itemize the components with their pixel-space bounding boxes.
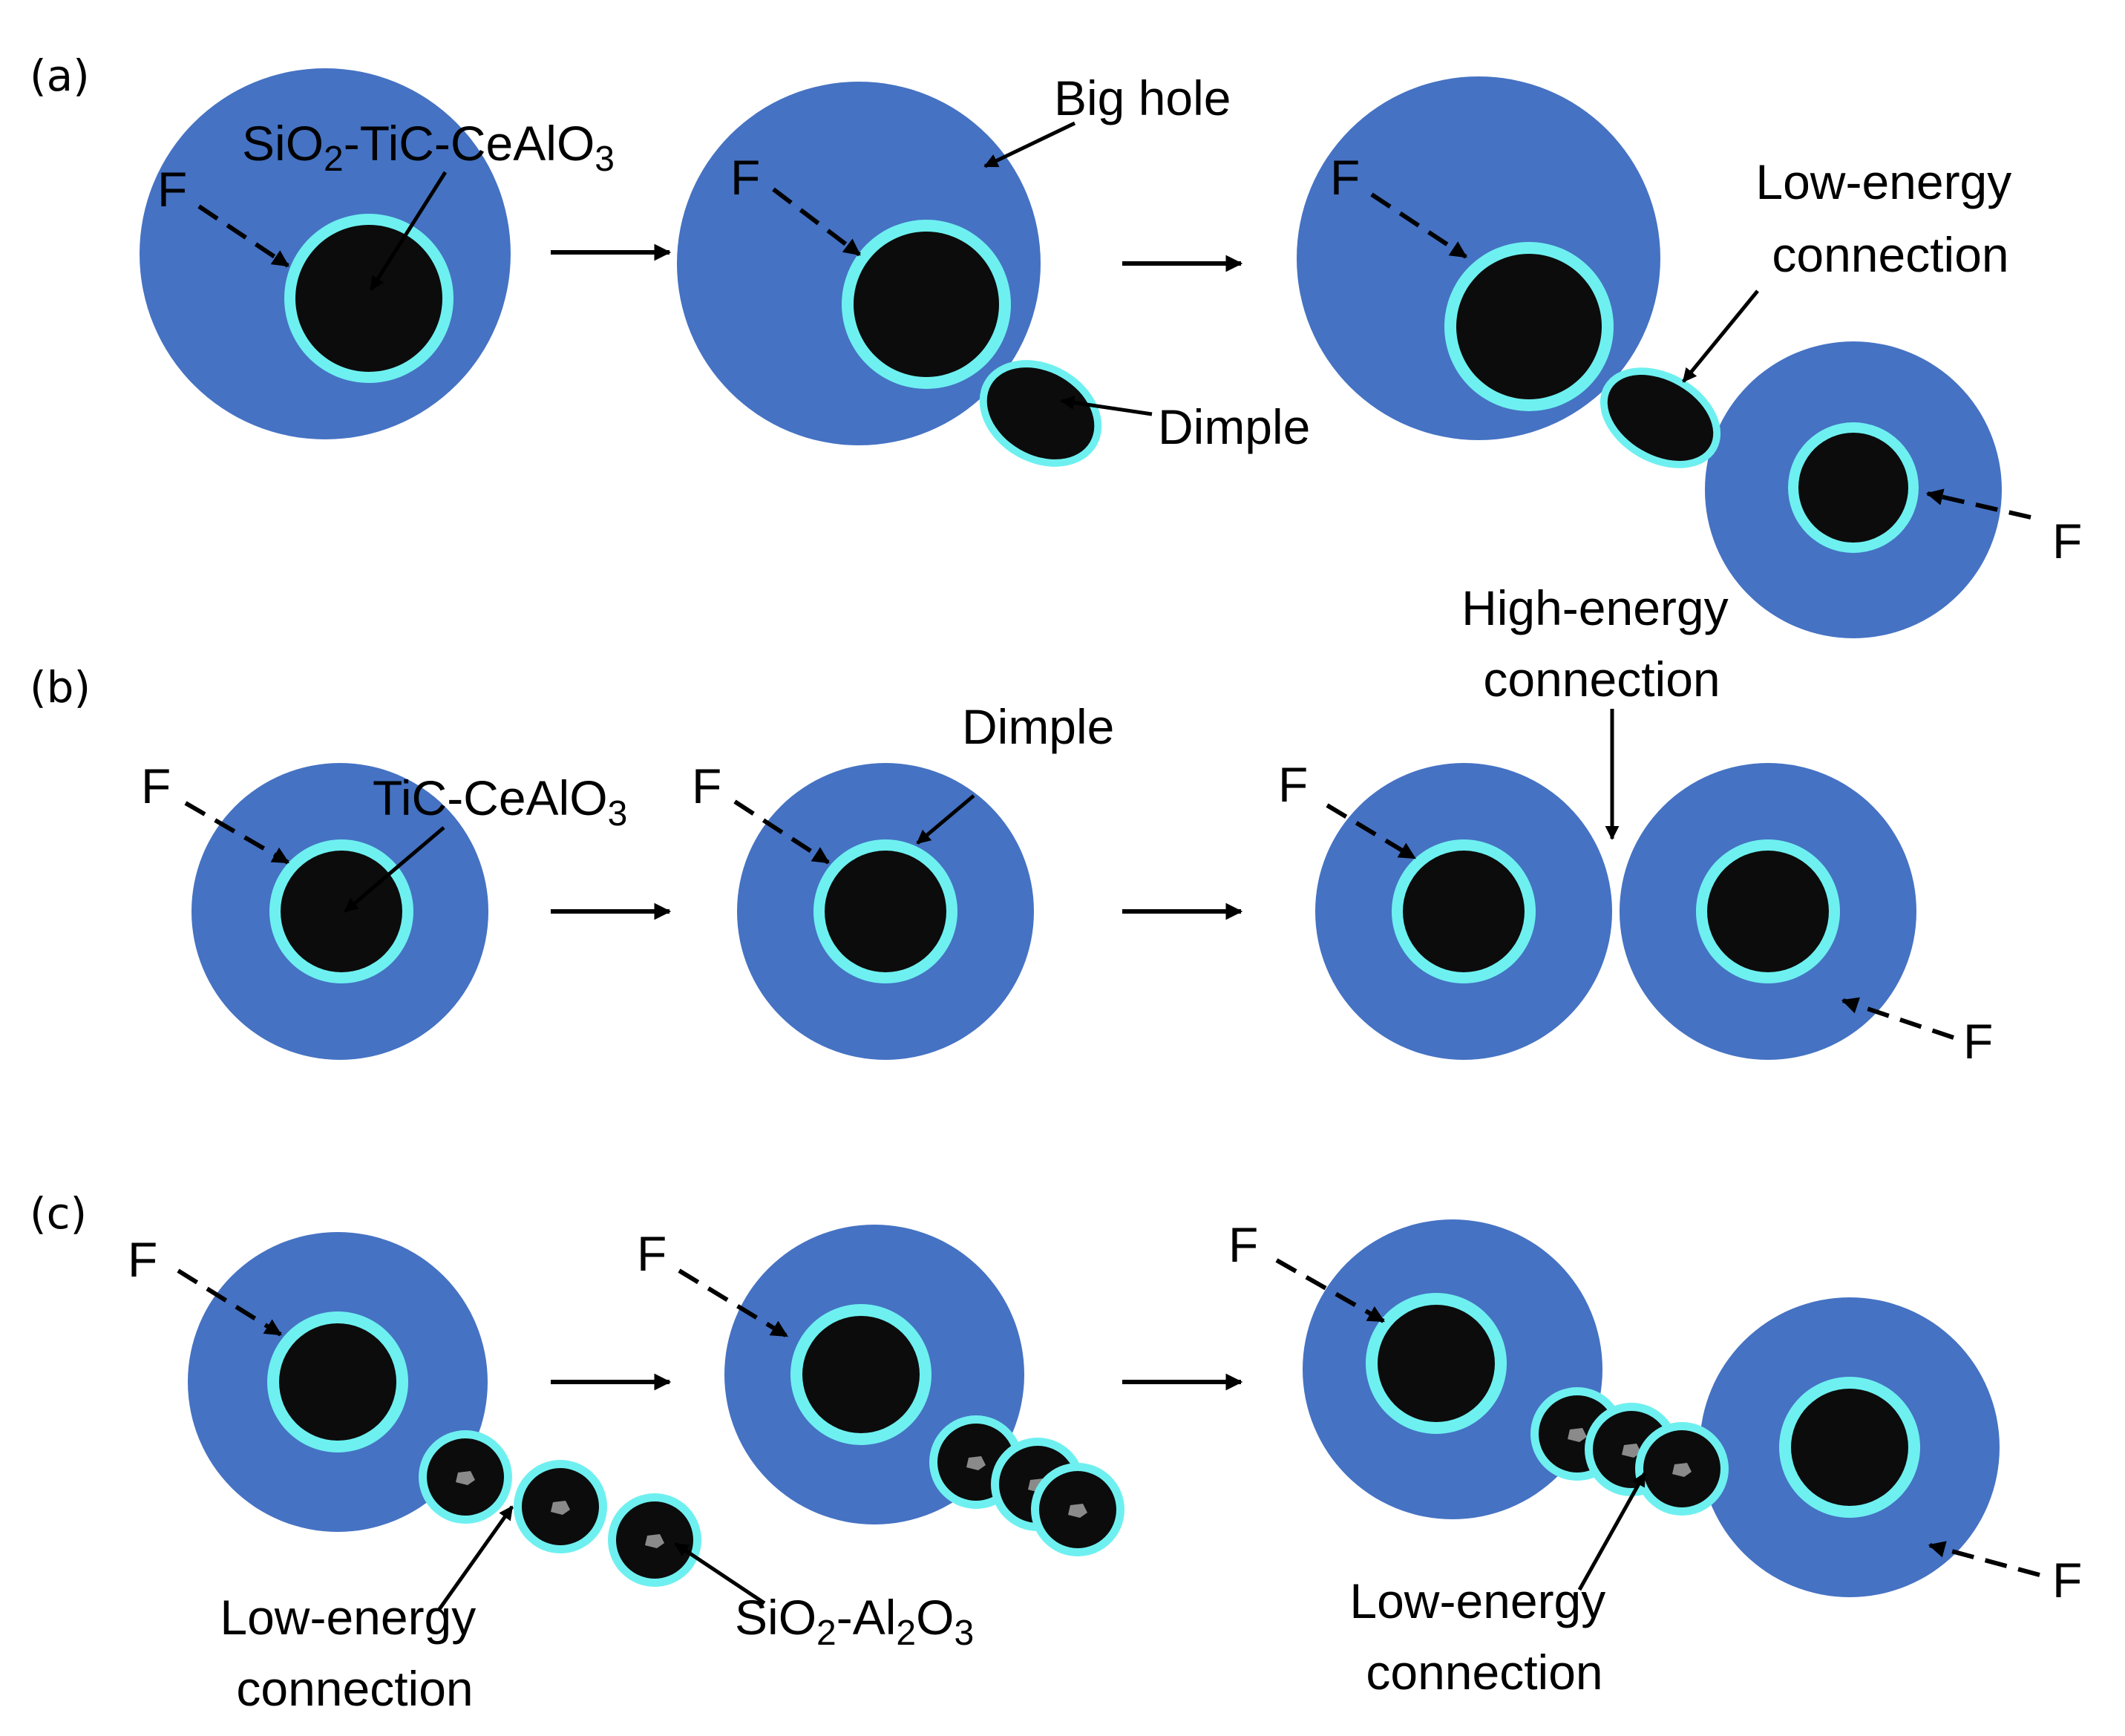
force-label: F [2052, 514, 2082, 569]
inclusion-particle [1791, 1389, 1908, 1506]
force-label: F [141, 759, 171, 813]
inclusion-particle [1798, 433, 1908, 543]
force-arrow [177, 1268, 282, 1337]
inclusion-particle [825, 851, 946, 972]
callout-arrow [1682, 289, 1759, 383]
force-label: F [157, 162, 187, 217]
b-inclusion-label: TiC-CeAlO3 [373, 770, 627, 833]
panel-c-label: (c) [30, 1188, 87, 1239]
force-label: F [692, 759, 721, 813]
small-inclusion [1635, 1422, 1729, 1516]
panel-c: (c) F Low-energy [30, 1188, 2082, 1716]
dimple-label: Dimple [1158, 399, 1310, 454]
small-inclusion [1031, 1463, 1124, 1556]
a-stage-3: F F Low-energy connection [1297, 76, 2082, 638]
panel-b-label: (b) [30, 662, 91, 713]
inclusion-particle [1456, 254, 1602, 399]
panel-b: (b) F TiC-CeAlO3 F Dimple [30, 580, 1993, 1069]
low-energy-label: Low-energy connection [220, 1590, 489, 1716]
callout-arrow [437, 1505, 514, 1611]
b-stage-1: F TiC-CeAlO3 [141, 759, 627, 1060]
inclusion-particle [854, 232, 999, 377]
callout-arrow [369, 171, 448, 291]
b-stage-3: F F High-energy connection [1278, 580, 1993, 1069]
c-stage-2: F [637, 1225, 1124, 1556]
force-arrow [1841, 997, 1954, 1040]
callout-arrow [344, 826, 445, 913]
dimple-particle [1607, 375, 1714, 461]
force-arrow [1370, 192, 1467, 259]
force-arrow [1928, 1541, 2040, 1577]
inclusion-particle [1378, 1305, 1495, 1422]
b-stage-2: F Dimple [692, 699, 1114, 1060]
panel-a-label: (a) [30, 50, 90, 101]
force-arrow [678, 1268, 788, 1338]
inclusion-particle [802, 1316, 920, 1433]
high-energy-label: High-energy connection [1461, 580, 1742, 707]
dimple-label: Dimple [962, 699, 1114, 754]
inclusion-particle [1403, 851, 1525, 972]
force-label: F [1330, 150, 1360, 205]
callout-arrow [916, 794, 975, 845]
small-inclusion [419, 1430, 512, 1524]
force-arrow [772, 187, 861, 257]
force-arrow [733, 799, 830, 865]
dimple-particle [986, 367, 1095, 459]
small-inclusion [608, 1493, 701, 1587]
panel-a: (a) F SiO2-TiC-CeAlO3 F Big hole Dimp [30, 50, 2082, 638]
low-energy-label: Low-energy connection [1755, 154, 2025, 282]
force-label: F [730, 150, 760, 205]
inclusion-particle [295, 225, 442, 372]
a-stage-1: F SiO2-TiC-CeAlO3 [140, 68, 615, 439]
callout-arrow [1060, 396, 1153, 416]
force-arrow [1275, 1258, 1385, 1323]
force-label: F [1278, 757, 1308, 812]
force-arrow [1326, 803, 1416, 860]
inclusion-particle [1707, 851, 1829, 972]
force-label: F [1228, 1217, 1258, 1272]
force-arrow [1925, 488, 2031, 520]
force-arrow [197, 204, 289, 268]
callout-arrow [674, 1542, 766, 1605]
inclusion-particle [279, 1323, 396, 1441]
c-stage-1: F Low-energy connection SiO2-Al2O3 [128, 1232, 974, 1716]
c-inclusion-label: SiO2-Al2O3 [735, 1590, 974, 1653]
force-label: F [2052, 1553, 2082, 1608]
force-label: F [637, 1226, 667, 1281]
low-energy-label: Low-energy connection [1349, 1573, 1619, 1700]
c-stage-3: F F Low-energy connection [1228, 1217, 2082, 1700]
a-inclusion-label: SiO2-TiC-CeAlO3 [242, 116, 615, 179]
big-hole-label: Big hole [1054, 71, 1231, 125]
small-inclusion [514, 1460, 607, 1553]
inclusion-particle [281, 851, 402, 972]
a-stage-2: F Big hole Dimple [677, 71, 1310, 467]
force-arrow [184, 801, 289, 865]
callout-arrow [1577, 1472, 1647, 1591]
force-label: F [1963, 1014, 1993, 1069]
force-label: F [128, 1232, 157, 1287]
callout-arrow [983, 121, 1076, 168]
